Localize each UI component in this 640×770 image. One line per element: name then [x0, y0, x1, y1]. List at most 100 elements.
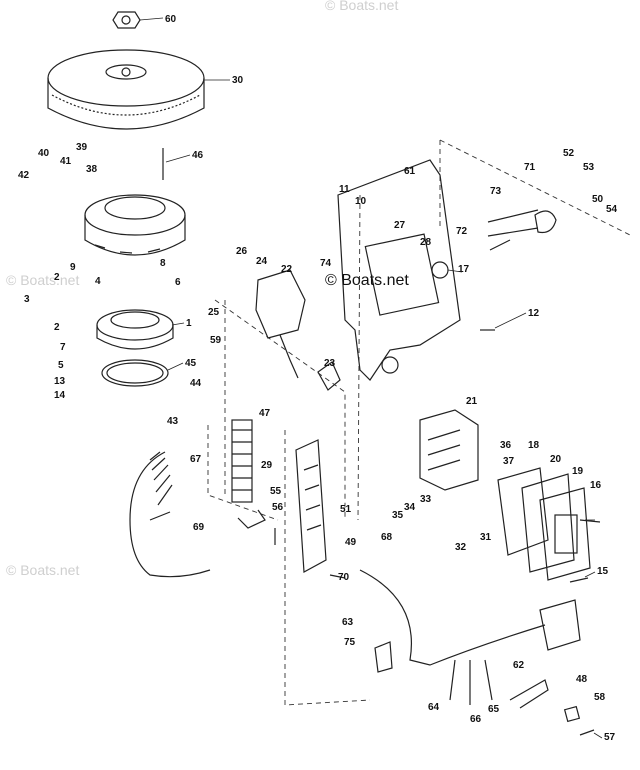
- part-label: 50: [592, 194, 604, 205]
- part-label: 46: [192, 150, 204, 161]
- part-label: 36: [500, 440, 512, 451]
- part-label: 22: [281, 264, 293, 275]
- part-label: 15: [597, 566, 609, 577]
- part-label: 62: [513, 660, 525, 671]
- terminal-strip: [295, 439, 327, 573]
- gasket: [497, 467, 549, 556]
- faint-watermark: © Boats.net: [6, 272, 79, 288]
- part-label: 35: [392, 510, 404, 521]
- part-label: 70: [338, 572, 350, 583]
- part-label: 39: [76, 142, 88, 153]
- fasteners: [162, 148, 601, 736]
- clamp: [237, 509, 266, 529]
- part-label: 31: [480, 532, 492, 543]
- mounting-bracket: [337, 159, 461, 381]
- part-label: 56: [272, 502, 284, 513]
- faint-watermarks: © Boats.net © Boats.net © Boats.net: [6, 0, 398, 578]
- part-label: 1: [186, 318, 192, 329]
- part-label: 38: [86, 164, 98, 175]
- faint-watermark: © Boats.net: [6, 562, 79, 578]
- ignition-coil: [255, 269, 306, 379]
- part-label: 27: [394, 220, 406, 231]
- part-label: 2: [54, 322, 60, 333]
- part-label: 5: [58, 360, 64, 371]
- part-label: 7: [60, 342, 66, 353]
- part-label: 44: [190, 378, 202, 389]
- plate: [521, 473, 575, 573]
- part-label: 41: [60, 156, 72, 167]
- part-label: 24: [256, 256, 268, 267]
- part-label: 21: [466, 396, 478, 407]
- watermark: © Boats.net: [325, 272, 409, 289]
- part-label: 3: [24, 294, 30, 305]
- part-label: 42: [18, 170, 30, 181]
- retaining-ring: [101, 359, 169, 387]
- part-label: 64: [428, 702, 440, 713]
- part-label: 71: [524, 162, 536, 173]
- part-label: 66: [470, 714, 482, 725]
- part-label: 63: [342, 617, 354, 628]
- part-label: 59: [210, 335, 222, 346]
- part-label: 2: [54, 272, 60, 283]
- part-label: 8: [160, 258, 166, 269]
- part-label: 72: [456, 226, 468, 237]
- part-label: 37: [503, 456, 515, 467]
- part-label: 65: [488, 704, 500, 715]
- switch-box: [419, 409, 479, 491]
- part-label: 18: [528, 440, 540, 451]
- part-label: 33: [420, 494, 432, 505]
- part-label: 17: [458, 264, 470, 275]
- part-label: 40: [38, 148, 50, 159]
- part-label: 67: [190, 454, 202, 465]
- clip: [563, 705, 581, 723]
- faint-watermark: © Boats.net: [325, 0, 398, 13]
- part-label: 73: [490, 186, 502, 197]
- part-label: 20: [550, 454, 562, 465]
- spark-plug-boot: [317, 361, 341, 391]
- part-label: 26: [236, 246, 248, 257]
- part-label: 74: [320, 258, 332, 269]
- part-label: 58: [594, 692, 606, 703]
- part-label: 43: [167, 416, 179, 427]
- part-label: 14: [54, 390, 66, 401]
- wire-loop: [509, 679, 549, 709]
- part-label: 49: [345, 537, 357, 548]
- part-label: 32: [455, 542, 467, 553]
- part-label: 25: [208, 307, 220, 318]
- harness-leads: [129, 451, 211, 578]
- timer-base: [96, 309, 174, 350]
- part-label: 55: [270, 486, 282, 497]
- part-label: 13: [54, 376, 66, 387]
- power-pack: [539, 487, 591, 581]
- part-label: 60: [165, 14, 177, 25]
- part-label: 34: [404, 502, 416, 513]
- part-label: 61: [404, 166, 416, 177]
- part-label: 12: [528, 308, 540, 319]
- part-label: 54: [606, 204, 618, 215]
- part-label: 47: [259, 408, 271, 419]
- main-harness: [359, 569, 581, 705]
- part-label: 75: [344, 637, 356, 648]
- part-label: 51: [340, 504, 352, 515]
- part-label: 48: [576, 674, 588, 685]
- part-label: 68: [381, 532, 393, 543]
- part-label: 52: [563, 148, 575, 159]
- nut: [112, 11, 141, 29]
- part-label: 16: [590, 480, 602, 491]
- part-label: 45: [185, 358, 197, 369]
- dashed-outlines: [207, 139, 631, 706]
- stator-assembly: [84, 194, 186, 256]
- part-label: 19: [572, 466, 584, 477]
- part-label: 28: [420, 237, 432, 248]
- bracket: [374, 641, 393, 673]
- flywheel: [47, 49, 205, 130]
- terminal-block: [231, 419, 253, 503]
- part-label: 57: [604, 732, 616, 743]
- part-label: 4: [95, 276, 101, 287]
- part-label: 29: [261, 460, 273, 471]
- part-label: 9: [70, 262, 76, 273]
- part-label: 23: [324, 358, 336, 369]
- part-label: 10: [355, 196, 367, 207]
- leader-lines: [139, 17, 603, 739]
